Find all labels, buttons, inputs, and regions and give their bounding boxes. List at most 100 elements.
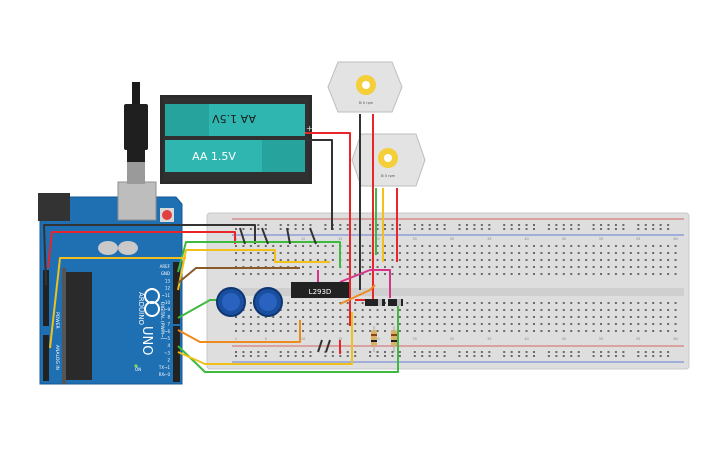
digital-pin-label: ~5	[164, 336, 170, 341]
svg-text:⊞ 0 rpm: ⊞ 0 rpm	[359, 101, 374, 105]
wire-black-jumper-3	[286, 227, 291, 245]
chip-socket	[62, 268, 66, 384]
l293d-chip[interactable]: L293D	[291, 282, 349, 298]
dc-motor-bottom[interactable]: ⊞ 0 rpm	[351, 133, 426, 187]
column-number: 25	[413, 237, 417, 241]
column-number: 60	[673, 337, 677, 341]
column-number: 55	[636, 237, 640, 241]
on-led	[134, 364, 138, 368]
reset-button-cap[interactable]	[162, 210, 172, 220]
column-number: 45	[562, 237, 566, 241]
wire-magenta-2	[339, 269, 391, 298]
atmega-chip	[66, 272, 92, 380]
column-number: 40	[524, 337, 528, 341]
wires[interactable]	[43, 114, 399, 373]
usb-port	[117, 181, 157, 221]
digital-pins-label: DIGITAL (PWM~)	[159, 302, 165, 340]
wire-yellow-analog	[49, 257, 186, 349]
battery-plus-symbol: +	[306, 124, 313, 133]
potentiometer-2[interactable]	[253, 287, 283, 317]
battery-cell-bottom: AA 1.5V	[165, 140, 305, 172]
column-number: 25	[413, 337, 417, 341]
wire-battery-positive	[305, 132, 351, 326]
wire-battery-negative	[305, 139, 333, 230]
resistor-2[interactable]	[391, 326, 397, 352]
battery-cell-top: AA 1.5V	[165, 104, 305, 136]
column-number: 45	[562, 337, 566, 341]
breadboard[interactable]: 1155101015152020252530303535404045455050…	[206, 212, 690, 370]
digital-pin-label: RX←0	[159, 372, 171, 377]
resistor-1[interactable]	[371, 326, 377, 352]
arduino-logo	[144, 288, 160, 317]
wire-5v-red	[47, 231, 236, 269]
digital-pin-label: ~9	[164, 307, 170, 312]
column-number: 60	[673, 237, 677, 241]
wire-orange-low	[177, 320, 301, 343]
digital-pin-label: 7	[167, 322, 170, 327]
digital-pin-label: 13	[165, 278, 171, 283]
breadboard-holes[interactable]	[235, 224, 677, 357]
column-number: 50	[599, 337, 603, 341]
column-number: 30	[450, 337, 454, 341]
column-number: 15	[338, 237, 342, 241]
arduino-brand-text: ARDUINO	[137, 292, 145, 325]
wire-yellow-low	[177, 312, 353, 365]
wire-yellow-digital	[177, 249, 330, 291]
analog-header[interactable]	[43, 335, 49, 381]
power-jack	[38, 193, 70, 221]
column-number: 35	[487, 237, 491, 241]
digital-pin-label: 2	[167, 358, 170, 363]
column-number: 1	[235, 337, 237, 341]
column-number: 10	[301, 337, 305, 341]
power-header[interactable]	[43, 270, 49, 326]
digital-pin-label: 12	[165, 286, 171, 291]
wire-orange-ic	[339, 284, 376, 305]
column-number: 55	[636, 337, 640, 341]
dc-motor-top[interactable]: ⊞ 0 rpm	[327, 61, 403, 113]
column-number: 50	[599, 237, 603, 241]
usb-cable[interactable]	[124, 82, 148, 184]
column-number: 10	[301, 237, 305, 241]
svg-text:AA 1.5V: AA 1.5V	[192, 150, 236, 163]
wire-black-jumper-2	[261, 227, 269, 245]
svg-text:L293D: L293D	[309, 288, 332, 296]
arduino-uno-board[interactable]: ARDUINO UNO DIGITAL (PWM~) POWER ANALOG …	[38, 181, 183, 385]
capacitor	[98, 241, 118, 255]
analog-pins-label: ANALOG IN	[54, 345, 60, 370]
breadboard-column-numbers: 1155101015152020252530303535404045455050…	[235, 237, 678, 341]
column-number: 20	[375, 337, 379, 341]
wire-black-jumper-4	[309, 227, 317, 245]
wire-black-jumper-5	[317, 339, 323, 353]
wire-gnd-black	[43, 224, 256, 286]
component-transistor-2[interactable]	[388, 299, 403, 306]
power-pins-label: POWER	[54, 312, 60, 329]
svg-text:AA 1.5V: AA 1.5V	[212, 112, 256, 125]
column-number: 30	[450, 237, 454, 241]
digital-pin-label: 8	[167, 314, 170, 319]
wire-black-jumper-6	[325, 339, 331, 353]
on-led-label: ON	[135, 367, 141, 372]
digital-pin-label: TX→1	[158, 365, 171, 370]
column-number: 5	[265, 337, 267, 341]
column-number: 40	[524, 237, 528, 241]
component-transistor-1[interactable]	[365, 299, 385, 306]
column-number: 15	[338, 337, 342, 341]
digital-header-top[interactable]	[173, 262, 180, 324]
digital-pin-label: ~6	[164, 329, 170, 334]
arduino-model-text: UNO	[139, 326, 154, 355]
column-number: 20	[375, 237, 379, 241]
digital-pin-label: 4	[167, 343, 170, 348]
svg-text:⊞ 0 rpm: ⊞ 0 rpm	[381, 174, 396, 178]
digital-pin-label: GND	[161, 271, 170, 276]
wire-black-jumper-1	[239, 227, 246, 245]
digital-header-bottom[interactable]	[173, 326, 180, 382]
potentiometer-1[interactable]	[216, 287, 246, 317]
wire-brown-digital	[177, 267, 300, 284]
capacitor	[118, 241, 138, 255]
digital-pin-label: AREF	[160, 264, 171, 269]
column-number: 35	[487, 337, 491, 341]
battery-pack[interactable]: AA 1.5V AA 1.5V +	[160, 95, 313, 184]
digital-pin-label: ~3	[164, 350, 170, 355]
